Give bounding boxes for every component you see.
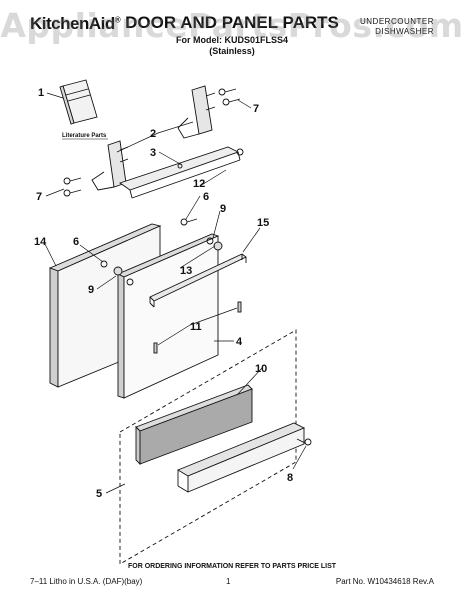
screw-set [63, 88, 244, 226]
callout-6-left: 6 [73, 236, 79, 248]
door-handle [149, 253, 247, 308]
part-number: Part No. W10434618 Rev.A [335, 577, 434, 586]
callout-5: 5 [96, 488, 102, 500]
kick-screw [296, 438, 312, 446]
callout-2: 2 [150, 128, 156, 140]
handle-spacers [100, 237, 223, 286]
callout-14: 14 [34, 236, 47, 248]
callout-9-top: 9 [220, 203, 226, 215]
callout-13: 13 [180, 265, 192, 277]
callout-15: 15 [257, 217, 269, 229]
watermark: AppliancePartsPros.com [0, 6, 464, 45]
ordering-note: FOR ORDERING INFORMATION REFER TO PARTS … [127, 563, 337, 570]
inner-door-group-outline [119, 329, 297, 565]
vent-trim [135, 384, 253, 466]
variant-label: (Stainless) [209, 46, 255, 56]
callout-4: 4 [236, 336, 243, 348]
model-line: For Model: KUDS01FLSS4 [175, 35, 288, 45]
top-channel-bracket [119, 146, 241, 199]
literature-booklet [59, 79, 98, 125]
brand-name: KitchenAid [30, 14, 115, 33]
print-info: 7–11 Litho in U.S.A. (DAF)(bay) [30, 577, 143, 586]
callout-1: 1 [38, 87, 44, 99]
page-title: DOOR AND PANEL PARTS [125, 13, 339, 32]
callout-12: 12 [193, 178, 205, 190]
leader-lines [44, 92, 307, 494]
callout-3: 3 [150, 147, 156, 159]
callout-7-top: 7 [253, 103, 259, 115]
callout-8: 8 [287, 472, 293, 484]
category-line-2: DISHWASHER [375, 27, 434, 36]
category-line-1: UNDERCOUNTER [360, 17, 434, 26]
callout-11: 11 [190, 321, 202, 333]
callout-6-top: 6 [203, 191, 209, 203]
registered-mark: ® [114, 15, 121, 25]
brand-logo: KitchenAid® [30, 14, 121, 34]
callout-7-left: 7 [36, 191, 42, 203]
literature-parts-label: Literature Parts [62, 133, 107, 139]
page-number: 1 [226, 577, 231, 586]
callout-10: 10 [255, 363, 267, 375]
panel-studs [153, 301, 242, 354]
toe-kick-panel [176, 422, 306, 493]
right-mounting-bracket [177, 85, 216, 139]
callout-9-left: 9 [88, 284, 94, 296]
